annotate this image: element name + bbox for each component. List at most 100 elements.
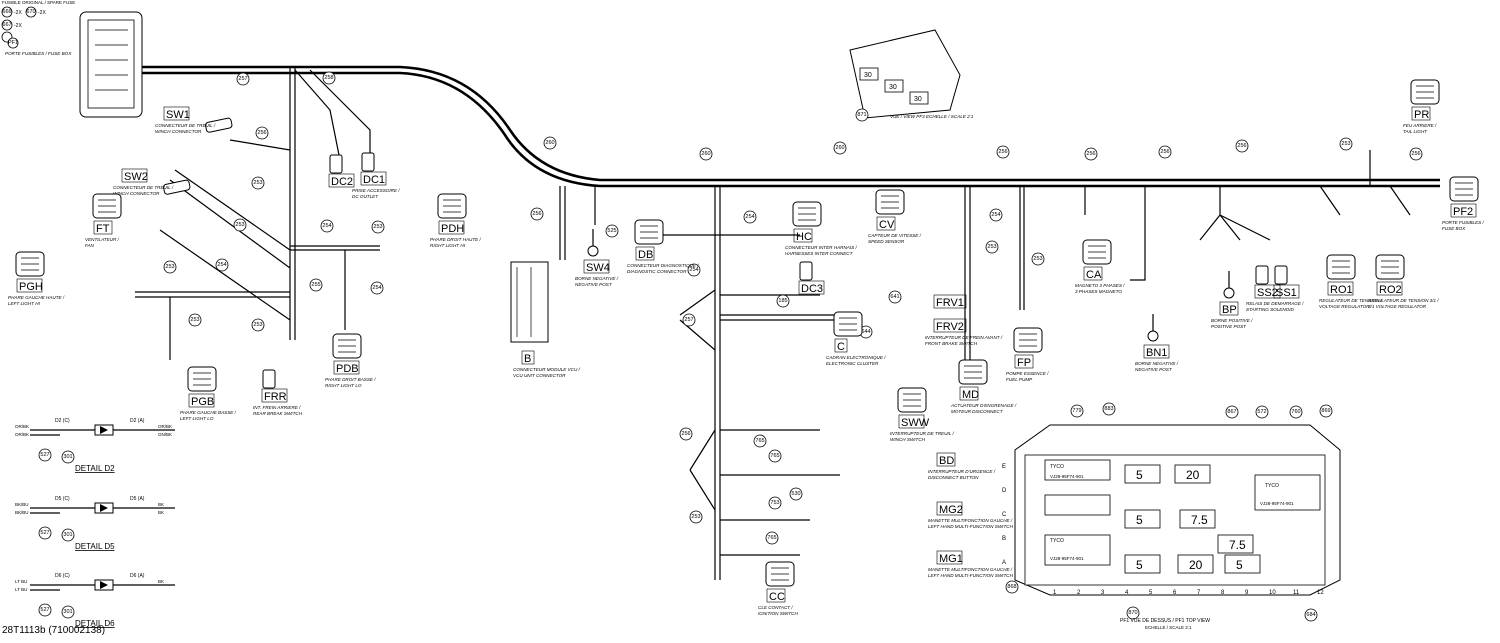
fuse-col-label: 3	[1101, 590, 1105, 596]
fuse-box-pf1: 666 -2X 670 -2X 667 -2X FUSIBLE ORIGINAL…	[1, 0, 143, 118]
detail-bubble-label: 301	[63, 454, 72, 460]
fuse-slot	[1124, 464, 1161, 484]
component-code-box	[328, 173, 355, 188]
vcu-connector	[510, 261, 549, 343]
component-label: LEFT LIGHT HI	[8, 301, 41, 306]
component-label: TAIL LIGHT	[1403, 129, 1428, 134]
component-label: REGULATEUR DE TENSION /	[1319, 298, 1383, 303]
wire-bubble-label: 255	[311, 282, 320, 288]
connector-pins	[21, 257, 39, 271]
component-code: CC	[769, 591, 785, 603]
component-label: INTERRUPTEUR DE FREIN AVANT /	[925, 335, 1003, 340]
connector-body	[799, 261, 813, 281]
component-code-box	[898, 414, 925, 429]
component-label: CLE CONTACT /	[758, 605, 793, 610]
component-code-box	[261, 388, 288, 403]
fuse-bubble-label: 572	[1257, 409, 1266, 415]
component-code: SWW	[901, 417, 930, 429]
component-code-box	[1273, 284, 1300, 299]
wire-bubble	[1084, 147, 1098, 161]
component-code: FRV2	[936, 321, 964, 333]
component-label: POMPE ESSENCE /	[1006, 371, 1049, 376]
component-code-box	[360, 171, 387, 186]
component-code: MG2	[939, 504, 963, 516]
component-code-box	[834, 338, 848, 353]
wire-bubble-label: 765	[767, 535, 776, 541]
connector-body	[1255, 265, 1269, 285]
component-label: ACTUATEUR D'ENGRENAGE /	[950, 403, 1017, 408]
fuse-bubble	[1225, 405, 1239, 419]
wire-bubble-label: 260	[701, 151, 710, 157]
wire-bubble-label: 253	[253, 322, 262, 328]
component-code: FRR	[264, 391, 287, 403]
connector-pins	[338, 339, 356, 353]
component-label: RELAIS DE DEMARRAGE /	[1246, 301, 1304, 306]
detail-bubble	[61, 528, 75, 542]
component-code: C	[837, 341, 845, 353]
wire-bubble	[768, 449, 782, 463]
wire-bubble	[1158, 145, 1172, 159]
diode-symbol	[100, 426, 108, 434]
wire-bubble	[543, 136, 557, 150]
detail-wire-color: LT BU	[15, 579, 27, 584]
component-label: VENTILATEUR /	[85, 237, 120, 242]
detail-ref: D2 (A)	[130, 418, 145, 424]
connector-pins	[98, 199, 116, 213]
spare-fuse-670: 670	[26, 9, 35, 15]
component-label: INTERRUPTEUR D'URGENCE /	[928, 469, 996, 474]
wire-bubble	[743, 210, 757, 224]
connector-pins	[798, 207, 816, 221]
wire-bubble	[888, 290, 902, 304]
wire-bubble-label: 256	[1160, 149, 1169, 155]
wire-bubble-label: 644	[861, 329, 870, 335]
fuse-slot	[1124, 554, 1161, 574]
component-code: SW1	[166, 109, 190, 121]
spare-fuse-670-qty: -2X	[38, 10, 46, 16]
wire-bubble	[768, 496, 782, 510]
component-code: DC2	[331, 176, 353, 188]
connector-body	[329, 154, 343, 174]
wire-bubble-label: 254	[745, 214, 754, 220]
fuse-col-label: 11	[1293, 590, 1300, 596]
fuse-bubble	[1126, 606, 1140, 620]
component-code: PDH	[441, 223, 464, 235]
wire-bubble	[679, 427, 693, 441]
fuse-col-label: 9	[1245, 590, 1249, 596]
component-dc2: DC2	[328, 154, 355, 188]
wire-bubble	[188, 313, 202, 327]
fuse-bubble-label: 883	[1104, 406, 1113, 412]
component-label: LEFT LIGHT LO	[180, 416, 214, 421]
detail-wire-color: BK	[158, 502, 164, 507]
fuse-col-label: 5	[1149, 590, 1153, 596]
connector-pins	[839, 317, 857, 331]
detail-bubble	[61, 450, 75, 464]
component-code-box	[1450, 203, 1477, 218]
plug-body	[205, 117, 233, 133]
wire-bubble-label: 185	[778, 298, 787, 304]
component-code-box	[1083, 266, 1103, 281]
component-code-box	[793, 228, 813, 243]
component-label: CAPTEUR DE VITESSE /	[868, 233, 922, 238]
wire-bubble-label: 253	[253, 180, 262, 186]
component-code-box	[798, 280, 825, 295]
pf3-fuse-2: 30	[889, 84, 897, 91]
wire-bubble-label: 765	[755, 438, 764, 444]
detail-title: DETAIL D6	[75, 619, 115, 628]
fuse-bubble-label: 779	[1072, 408, 1081, 414]
component-label: DIAGNOSTIC CONNECTOR	[627, 269, 687, 274]
component-code: PF2	[1453, 206, 1473, 218]
